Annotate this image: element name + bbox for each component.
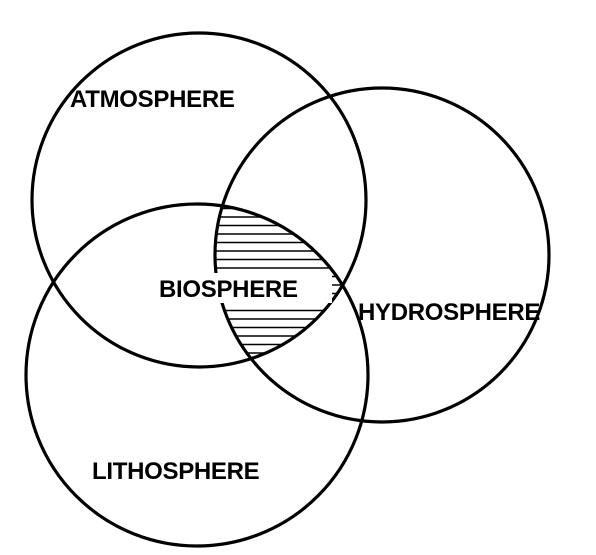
hydrosphere-label: HYDROSPHERE bbox=[358, 299, 540, 326]
biosphere-label: BIOSPHERE bbox=[159, 276, 298, 303]
biosphere-label-background bbox=[158, 273, 332, 303]
lithosphere-label: LITHOSPHERE bbox=[92, 458, 260, 485]
atmosphere-label: ATMOSPHERE bbox=[70, 86, 235, 113]
lithosphere-circle bbox=[24, 202, 370, 548]
atmosphere-circle bbox=[30, 31, 368, 369]
hydrosphere-circle bbox=[213, 86, 551, 424]
